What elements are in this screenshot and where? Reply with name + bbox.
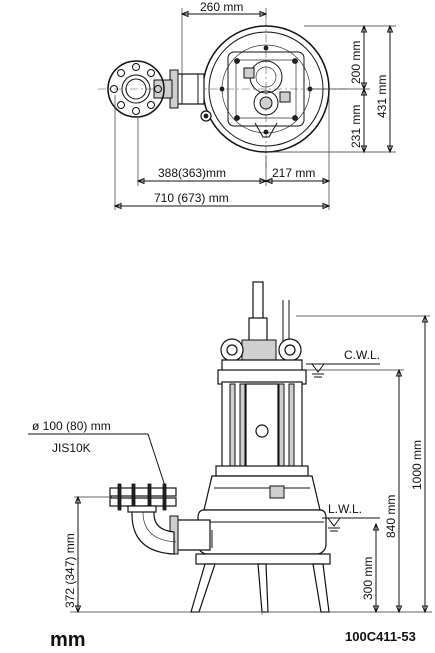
pipe-callout: ø 100 (80) mm JIS10K bbox=[28, 419, 166, 487]
dim-overall-width: 710 (673) mm bbox=[154, 191, 229, 205]
dim-bottom-right: 217 mm bbox=[272, 166, 315, 180]
dim-top-right-total: 431 mm bbox=[375, 75, 389, 118]
plan-dimensions: 260 mm 200 mm 231 mm 431 mm 388(363)mm 2… bbox=[113, 0, 396, 210]
water-levels: C.W.L. L.W.L. bbox=[306, 348, 380, 532]
dim-height-outlet: 840 mm bbox=[384, 495, 398, 538]
pipe-standard-label: JIS10K bbox=[52, 441, 91, 455]
cwl-label: C.W.L. bbox=[344, 348, 380, 362]
dim-top-right-upper: 200 mm bbox=[349, 41, 363, 84]
dim-bottom-left: 388(363)mm bbox=[158, 166, 226, 180]
unit-label: mm bbox=[50, 629, 86, 651]
drawing-code: 100C411-53 bbox=[345, 629, 416, 644]
dim-height-discharge: 372 (347) mm bbox=[63, 533, 77, 608]
dim-height-total: 1000 mm bbox=[410, 440, 424, 490]
elevation-dimensions: 1000 mm 840 mm 300 mm 372 (347) mm bbox=[63, 314, 432, 614]
pipe-size-label: ø 100 (80) mm bbox=[32, 419, 111, 433]
lwl-label: L.W.L. bbox=[328, 502, 362, 516]
dim-top-width: 260 mm bbox=[200, 0, 243, 14]
plan-view bbox=[98, 18, 348, 168]
elevation-view bbox=[109, 281, 331, 615]
dim-top-right-lower: 231 mm bbox=[349, 105, 363, 148]
dim-height-lwl: 300 mm bbox=[361, 557, 375, 600]
